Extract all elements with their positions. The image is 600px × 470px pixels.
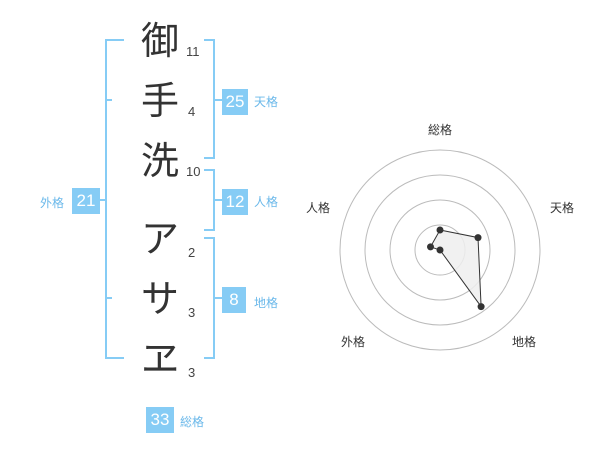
radar-point-1 bbox=[436, 226, 444, 234]
radar-area bbox=[429, 229, 482, 309]
soukaku-label: 総格 bbox=[180, 415, 205, 429]
gaikaku-label: 外格 bbox=[40, 196, 65, 210]
tenkaku-label: 天格 bbox=[254, 95, 279, 109]
radar-point-3 bbox=[477, 303, 485, 311]
jinkaku-bracket bbox=[204, 169, 215, 231]
name-char-4: ア bbox=[140, 217, 179, 261]
radar-chart bbox=[339, 149, 541, 351]
name-char-5: サ bbox=[140, 277, 179, 321]
gaikaku-value: 21 bbox=[72, 188, 100, 214]
name-char-2: 手 bbox=[140, 79, 179, 123]
radar-label-soukaku: 総格 bbox=[428, 123, 453, 137]
stroke-count-6: 3 bbox=[188, 365, 196, 380]
name-char-3: 洗 bbox=[140, 139, 179, 183]
stroke-count-5: 3 bbox=[188, 305, 196, 320]
radar-point-4 bbox=[436, 246, 444, 254]
radar-grid-ring-3 bbox=[364, 174, 516, 326]
stroke-count-3: 10 bbox=[186, 164, 201, 179]
radar-point-2 bbox=[474, 234, 482, 242]
radar-label-jinkaku: 人格 bbox=[306, 201, 331, 215]
tenkaku-bracket bbox=[204, 39, 215, 159]
name-char-1: 御 bbox=[140, 19, 179, 63]
radar-point-5 bbox=[427, 243, 434, 251]
stroke-count-4: 2 bbox=[188, 245, 196, 260]
radar-label-chikaku: 地格 bbox=[512, 335, 537, 349]
radar-grid-ring-2 bbox=[389, 199, 491, 301]
radar-label-gaikaku: 外格 bbox=[341, 335, 366, 349]
gaikaku-bracket bbox=[105, 39, 124, 359]
radar-grid-ring-4 bbox=[339, 149, 541, 351]
soukaku-value: 33 bbox=[146, 407, 174, 433]
name-char-6: ヱ bbox=[140, 337, 179, 381]
stroke-count-1: 11 bbox=[186, 44, 200, 59]
chikaku-bracket bbox=[204, 237, 215, 359]
jinkaku-value: 12 bbox=[222, 189, 248, 215]
stroke-count-2: 4 bbox=[188, 104, 196, 119]
chikaku-value: 8 bbox=[222, 287, 246, 313]
brackets bbox=[100, 39, 222, 359]
chikaku-label: 地格 bbox=[254, 296, 279, 310]
radar-label-tenkaku: 天格 bbox=[550, 201, 575, 215]
jinkaku-label: 人格 bbox=[254, 195, 279, 209]
tenkaku-value: 25 bbox=[222, 89, 248, 115]
